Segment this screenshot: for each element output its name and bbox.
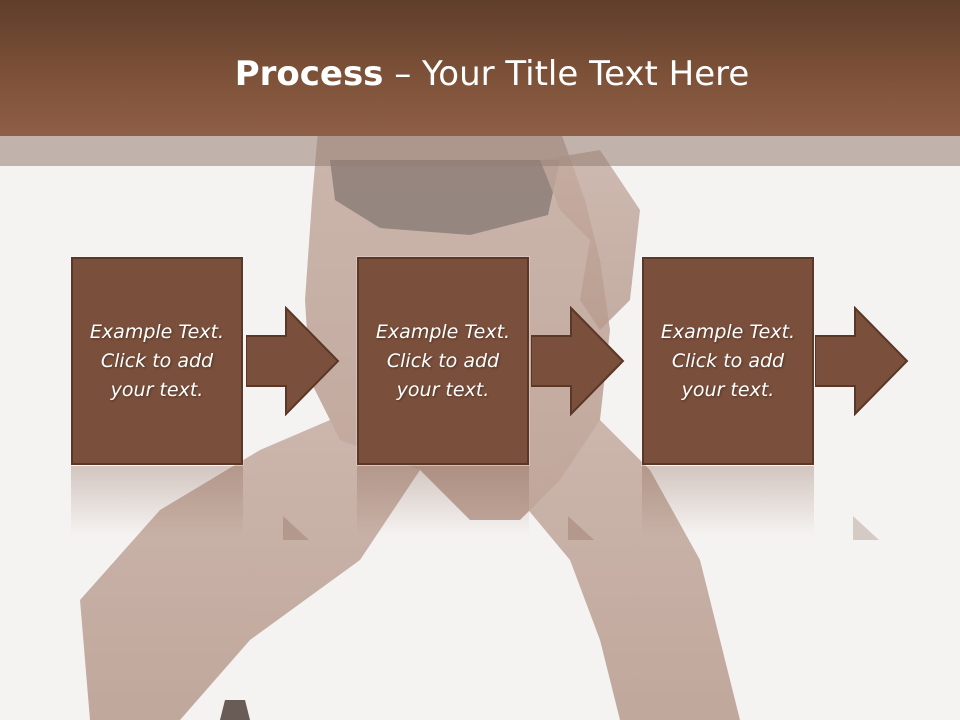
header-bar: [0, 0, 960, 136]
arrow-reflection: [568, 516, 594, 540]
header-strip: [0, 136, 960, 166]
step-text-2: Example Text. Click to add your text.: [375, 320, 511, 401]
step-box-3[interactable]: Example Text. Click to add your text.: [642, 257, 814, 465]
step-box-2[interactable]: Example Text. Click to add your text.: [357, 257, 529, 465]
step-text-1: Example Text. Click to add your text.: [89, 320, 225, 401]
right-arrow-icon: [531, 306, 625, 416]
slide-title[interactable]: Process – Your Title Text Here: [0, 54, 960, 94]
step-reflection-2: [357, 466, 529, 536]
arrow-reflection: [853, 516, 879, 540]
step-reflection-1: [71, 466, 243, 536]
step-reflection-3: [642, 466, 814, 536]
step-box-1[interactable]: Example Text. Click to add your text.: [71, 257, 243, 465]
step-text-3: Example Text. Click to add your text.: [660, 320, 796, 401]
title-bold: Process: [234, 54, 384, 94]
arrow-reflection: [283, 516, 309, 540]
right-arrow-icon: [246, 306, 340, 416]
right-arrow-icon: [815, 306, 909, 416]
title-rest: – Your Title Text Here: [383, 54, 750, 94]
